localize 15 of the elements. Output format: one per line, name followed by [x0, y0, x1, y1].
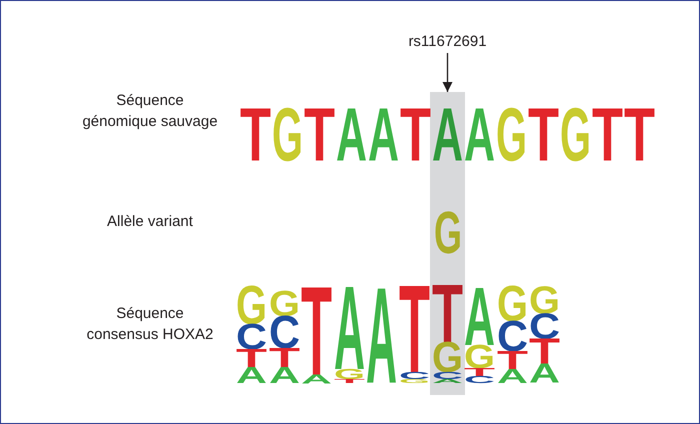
dna-sequence: TGTAATAAGTGTT: [240, 92, 655, 176]
nucleotide-stack: TA: [301, 260, 332, 401]
variant-base: G: [434, 199, 462, 266]
nucleotide-stack: GCTA: [496, 274, 528, 388]
nucleotide-stack: AGTC: [464, 270, 496, 386]
nucleotide-stack: GCTA: [529, 278, 560, 389]
snp-label: rs11672691: [398, 31, 498, 53]
row-label: Séquence consensus HOXA2: [86, 304, 214, 345]
arrow: [442, 53, 452, 92]
nucleotide-stack: GCTA: [268, 283, 300, 388]
nucleotide-stack: A: [366, 259, 398, 412]
row-label: Allèle variant: [106, 212, 194, 232]
row-label: Séquence génomique sauvage: [81, 91, 219, 132]
nucleotide-stack: GCTA: [236, 274, 267, 388]
highlight-band: [430, 92, 465, 395]
